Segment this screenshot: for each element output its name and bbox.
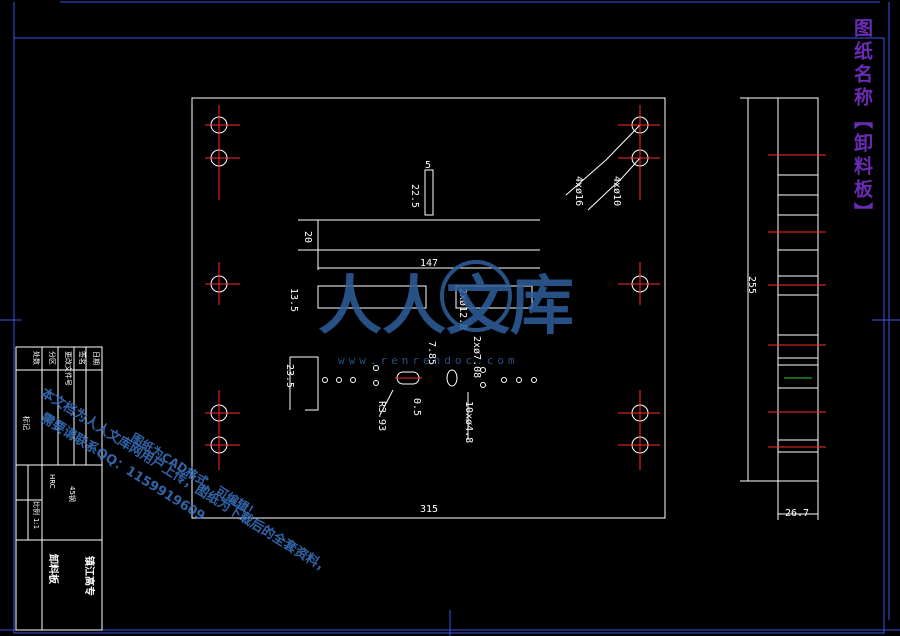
watermark-url: www.renrendoc.com (338, 354, 519, 367)
dim-thickness: 26.7 (785, 508, 809, 519)
dim-5: 5 (425, 160, 431, 171)
label-holes-2x28: 2xø12.8 (457, 288, 468, 330)
title-block (15, 346, 103, 631)
label-holes-2x7: 2xø7.08 (471, 336, 482, 378)
label-holes-4x16: 4xø16 (573, 176, 584, 206)
label-holes-4x10: 4xø10 (611, 176, 622, 206)
side-centerlines (768, 154, 826, 448)
dim-7-85: 7.85 (426, 341, 437, 365)
plan-dimensions: 315 147 20 5 22.5 13.5 23.5 7.85 0.5 R3.… (284, 160, 622, 515)
side-view (740, 97, 819, 520)
watermark: 人人文库 www.renrendoc.com 本文档为人人文库网用户上传，图纸为… (38, 260, 574, 578)
tb-row-label: 标记 (22, 416, 31, 430)
watermark-line1: 本文档为人人文库网用户上传，图纸为下载后的全套资料， (38, 385, 333, 578)
dim-width: 315 (420, 504, 438, 515)
tb-ratio: 1:1 (32, 518, 40, 529)
tb-hardness: HRC (48, 474, 56, 489)
drawing-title: 图纸名称【卸料板】 (851, 18, 873, 225)
tb-school: 镇江高专 (83, 556, 96, 596)
tb-part-name: 卸料板 (47, 554, 60, 585)
watermark-logo: 人人文库 (318, 269, 574, 344)
tb-material: 45钢 (68, 486, 77, 502)
centerlines (205, 105, 660, 470)
dim-22-5: 22.5 (409, 184, 420, 208)
dim-height: 255 (746, 276, 757, 294)
tb-col-label: 更改文件号 (64, 351, 73, 386)
dim-0-5: 0.5 (411, 398, 422, 416)
dim-slot-height: 20 (302, 231, 313, 243)
dim-radius: R3.93 (376, 401, 387, 431)
tb-col-label: 日期 (92, 351, 100, 365)
tb-scale-label: 比例 (32, 501, 41, 515)
dim-13-5: 13.5 (288, 288, 299, 312)
tb-col-label: 签名 (78, 351, 87, 365)
dim-slot-length: 147 (420, 258, 438, 269)
label-holes-10x4: 10xø4.8 (463, 401, 474, 443)
tb-col-label: 处数 (32, 351, 41, 365)
tb-col-label: 分区 (48, 351, 57, 365)
dim-23-5: 23.5 (284, 364, 295, 388)
plate-outline (191, 97, 666, 519)
title-block-text: 标记 处数 分区 更改文件号 签名 日期 HRC 45钢 比例 1:1 卸料板 … (22, 351, 100, 596)
